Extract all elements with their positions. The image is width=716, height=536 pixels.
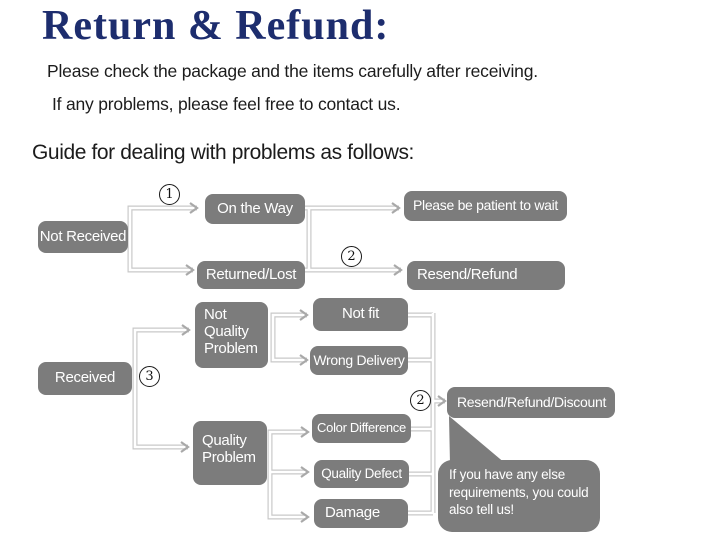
node-label: Please be patient to wait [412,197,559,214]
node-not-fit: Not fit [313,298,408,331]
note-speech-bubble: If you have any else requirements, you c… [438,460,600,532]
intro-line-2: If any problems, please feel free to con… [52,94,401,114]
node-label: Resend/Refund [417,266,518,284]
node-quality-problem: Quality Problem [193,421,267,485]
node-received: Received [38,362,132,395]
node-label: Returned/Lost [205,265,297,283]
node-not-quality-problem: Not Quality Problem [195,302,268,368]
node-resend-refund-discount: Resend/Refund/Discount [447,387,615,418]
node-damage: Damage [314,499,408,528]
note-text: If you have any else requirements, you c… [449,467,589,518]
node-label: On the Way [217,199,293,217]
node-label: Quality Defect [321,466,402,482]
speech-bubble-tail [449,416,506,464]
node-on-the-way: On the Way [205,194,305,224]
step-number: 2 [347,249,356,264]
node-label: Not Received [39,227,127,245]
node-label: Not Quality Problem [204,306,258,357]
step-number: 2 [416,393,425,408]
node-label: Wrong Delivery [313,351,405,368]
page-title: Return & Refund: [42,3,390,49]
node-label: Color Difference [317,420,406,436]
step-marker-3: 3 [139,366,160,387]
step-marker-1: 1 [159,184,180,205]
node-label: Resend/Refund/Discount [457,393,607,410]
node-label: Not fit [341,305,380,323]
node-returned-lost: Returned/Lost [197,261,305,289]
node-color-difference: Color Difference [312,414,411,443]
node-not-received: Not Received [38,221,128,253]
node-label: Quality Problem [202,432,256,466]
node-wrong-delivery: Wrong Delivery [310,346,408,375]
node-label: Damage [325,504,380,522]
guide-heading: Guide for dealing with problems as follo… [32,141,414,164]
step-marker-2-top: 2 [341,246,362,267]
node-be-patient: Please be patient to wait [404,191,567,221]
arrowhead-icons [180,202,447,523]
node-quality-defect: Quality Defect [314,460,409,488]
step-marker-2-bottom: 2 [410,390,431,411]
node-resend-refund: Resend/Refund [407,261,565,290]
step-number: 1 [165,187,174,202]
node-label: Received [54,369,116,387]
intro-line-1: Please check the package and the items c… [47,61,538,81]
step-number: 3 [145,369,154,384]
